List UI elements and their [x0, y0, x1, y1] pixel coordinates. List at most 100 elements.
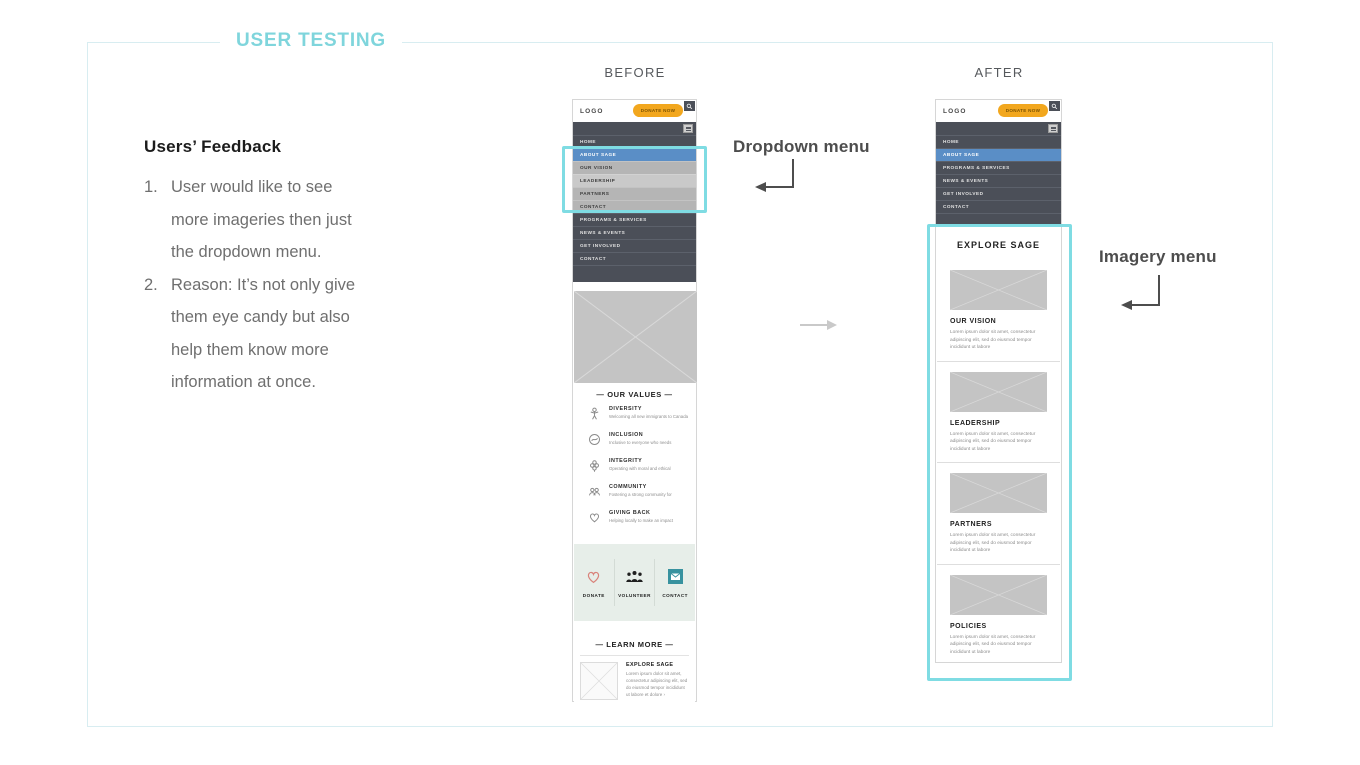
search-icon[interactable] [684, 101, 695, 111]
globe-icon [588, 433, 602, 451]
people-icon [588, 485, 602, 503]
feedback-item-text: User would like to see more imageries th… [171, 178, 352, 261]
card-title: POLICIES [950, 622, 987, 630]
action-label: VOLUNTEER [618, 593, 651, 598]
nav-footer-strip [936, 213, 1061, 225]
dropdown-highlight-box [562, 146, 707, 213]
nav-item-partners[interactable]: PARTNERS [573, 187, 696, 200]
card-text: Lorem ipsum dolor sit amet, consectetur … [950, 634, 1036, 655]
nav-item-get-involved[interactable]: GET INVOLVED [936, 187, 1061, 200]
feedback-item-number: 1. [144, 178, 158, 196]
card-text: Lorem ipsum dolor sit amet, consectetur … [950, 533, 1036, 553]
feedback-list: 1. User would like to see more imageries … [144, 171, 384, 399]
feedback-heading: Users’ Feedback [144, 137, 282, 156]
value-item-desc: Welcoming all new immigrants to Canada [609, 413, 688, 419]
value-item-title: INTEGRITY [609, 458, 643, 464]
card-text: Lorem ipsum dolor sit amet, consectetur … [950, 330, 1036, 350]
card-image-placeholder [950, 270, 1047, 310]
nav-item-contact[interactable]: CONTACT [573, 200, 696, 213]
heart-outline-icon [574, 569, 614, 589]
feedback-item: 2. Reason: It’s not only give them eye ca… [144, 269, 384, 399]
nav-item-leadership[interactable]: LEADERSHIP [573, 174, 696, 187]
nav-item-get-involved[interactable]: GET INVOLVED [573, 239, 696, 252]
nav-item-about-sage[interactable]: ABOUT SAGE [936, 148, 1061, 161]
nav-top-bar [573, 122, 696, 135]
before-header: LOGO DONATE NOW [573, 100, 696, 122]
value-item-title: COMMUNITY [609, 484, 647, 490]
hero-image-placeholder [574, 291, 697, 383]
dropdown-pointer-arrow [755, 159, 794, 192]
value-item-title: GIVING BACK [609, 510, 651, 516]
mail-icon [655, 569, 695, 589]
explore-card-partners[interactable]: PARTNERS Lorem ipsum dolor sit amet, cons… [937, 463, 1060, 565]
card-image-placeholder [950, 473, 1047, 513]
after-caption: AFTER [974, 65, 1024, 80]
action-volunteer[interactable]: VOLUNTEER [613, 559, 655, 606]
card-text: Lorem ipsum dolor sit amet, consectetur … [950, 431, 1036, 452]
card-title: PARTNERS [950, 521, 992, 528]
action-contact[interactable]: CONTACT [654, 559, 695, 606]
value-item-desc: Helping locally to make an impact [609, 517, 674, 523]
person-icon [588, 407, 602, 425]
nav-item-programs-services[interactable]: PROGRAMS & SERVICES [573, 213, 696, 226]
nav-item-news-events[interactable]: NEWS & EVENTS [573, 226, 696, 239]
card-image-placeholder [950, 574, 1047, 615]
value-item-desc: Operating with moral and ethical [609, 465, 671, 471]
before-to-after-arrow [800, 320, 837, 330]
nav-item-home[interactable]: HOME [573, 135, 696, 148]
learn-more-heading: — LEARN MORE — [595, 640, 674, 649]
logo: LOGO [943, 108, 967, 115]
action-donate[interactable]: DONATE [574, 559, 614, 606]
slide-title: USER TESTING [220, 30, 403, 52]
donate-now-button[interactable]: DONATE NOW [633, 104, 683, 117]
hamburger-icon[interactable] [1048, 124, 1058, 133]
feedback-item-text: Reason: It’s not only give them eye cand… [171, 275, 356, 392]
nav-item-contact[interactable]: CONTACT [936, 200, 1061, 213]
flower-icon [588, 459, 602, 477]
dropdown-menu-label: Dropdown menu [733, 137, 870, 156]
nav-item-our-vision[interactable]: OUR VISION [573, 161, 696, 174]
imagery-pointer-arrow [1121, 275, 1160, 310]
feedback-item-number: 2. [144, 275, 158, 294]
action-label: CONTACT [662, 593, 688, 598]
feedback-section: Users’ Feedback 1. User would like to see… [144, 137, 384, 399]
search-icon[interactable] [1049, 101, 1060, 111]
our-values-heading: — OUR VALUES — [596, 390, 673, 399]
value-item-desc: Fostering a strong community for [609, 491, 672, 497]
card-image-placeholder [950, 371, 1047, 412]
nav-top-bar [936, 122, 1061, 135]
action-bar: DONATE VOLUNTEER CONTACT [574, 544, 695, 621]
value-item-desc: Inclusive to everyone who needs [609, 439, 672, 445]
logo: LOGO [580, 108, 604, 115]
nav-item-programs-services[interactable]: PROGRAMS & SERVICES [936, 161, 1061, 174]
feedback-item: 1. User would like to see more imageries … [144, 171, 384, 269]
action-label: DONATE [582, 593, 605, 598]
explore-sage-card[interactable]: EXPLORE SAGE Lorem ipsum dolor sit amet,… [580, 655, 689, 700]
nav-item-contact[interactable]: CONTACT [573, 252, 696, 265]
hamburger-icon[interactable] [683, 124, 693, 133]
chevron-right-icon[interactable]: › [663, 692, 666, 697]
learn-more-section: — LEARN MORE — EXPLORE SAGE Lorem ipsum … [574, 621, 695, 702]
heart-icon [588, 511, 602, 529]
explore-sage-heading: EXPLORE SAGE [956, 240, 1040, 250]
value-item-title: DIVERSITY [609, 406, 642, 412]
nav-item-home[interactable]: HOME [936, 135, 1061, 148]
explore-card-policies[interactable]: POLICIES Lorem ipsum dolor sit amet, cons… [937, 565, 1060, 666]
card-text: Lorem ipsum dolor sit amet, consectetur … [626, 671, 688, 697]
value-item-title: INCLUSION [609, 432, 644, 438]
nav-item-news-events[interactable]: NEWS & EVENTS [936, 174, 1061, 187]
donate-now-button[interactable]: DONATE NOW [998, 104, 1048, 117]
after-header: LOGO DONATE NOW [936, 100, 1061, 122]
before-caption: BEFORE [604, 65, 666, 80]
